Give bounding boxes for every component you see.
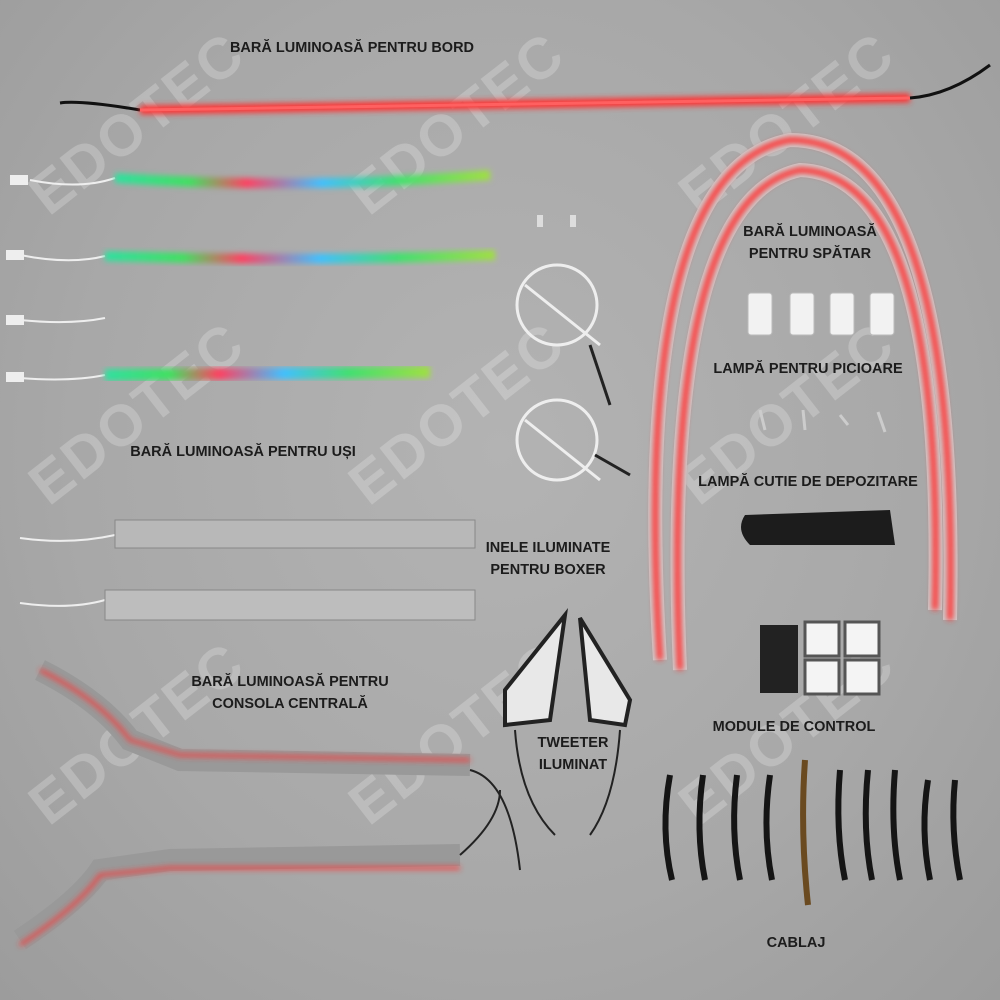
center-console-light-bars xyxy=(13,660,521,950)
label-dashboard-light-bar: BARĂ LUMINOASĂ PENTRU BORD xyxy=(229,40,475,56)
control-modules xyxy=(760,620,881,696)
illuminated-tweeters xyxy=(503,608,633,836)
label-line: BARĂ LUMINOASĂ PENTRU xyxy=(191,674,389,690)
label-tweeter: TWEETER ILUMINAT xyxy=(538,732,609,776)
label-speaker-rings: INELE ILUMINATE PENTRU BOXER xyxy=(486,537,611,581)
backrest-light-bars xyxy=(648,132,958,671)
label-line: PENTRU BOXER xyxy=(490,562,606,578)
label-line: CONSOLA CENTRALĂ xyxy=(212,696,368,712)
footwell-lamps xyxy=(747,292,895,336)
label-line: PENTRU SPĂTAR xyxy=(748,246,872,262)
label-footwell-lamp: LAMPĂ PENTRU PICIOARE xyxy=(713,361,903,377)
label-control-modules: MODULE DE CONTROL xyxy=(712,719,876,735)
dashboard-light-bar xyxy=(59,63,991,115)
label-backrest-light-bar: BARĂ LUMINOASĂ PENTRU SPĂTAR xyxy=(743,221,877,265)
storage-box-clips xyxy=(758,409,887,433)
label-line: INELE ILUMINATE xyxy=(485,540,611,556)
speaker-rings xyxy=(515,215,631,482)
label-line: TWEETER xyxy=(537,735,609,751)
door-light-bars xyxy=(6,170,496,382)
label-line: BARĂ LUMINOASĂ xyxy=(743,224,877,240)
label-door-light-bar: BARĂ LUMINOASĂ PENTRU UȘI xyxy=(130,444,356,460)
label-storage-box-lamp: LAMPĂ CUTIE DE DEPOZITARE xyxy=(698,474,918,490)
label-line: ILUMINAT xyxy=(538,757,608,773)
label-center-console: BARĂ LUMINOASĂ PENTRU CONSOLA CENTRALĂ xyxy=(191,671,388,715)
label-wiring: CABLAJ xyxy=(766,935,826,951)
wiring-harnesses xyxy=(662,759,963,906)
door-trim-pieces xyxy=(19,519,476,621)
storage-box-lamp xyxy=(741,510,895,545)
